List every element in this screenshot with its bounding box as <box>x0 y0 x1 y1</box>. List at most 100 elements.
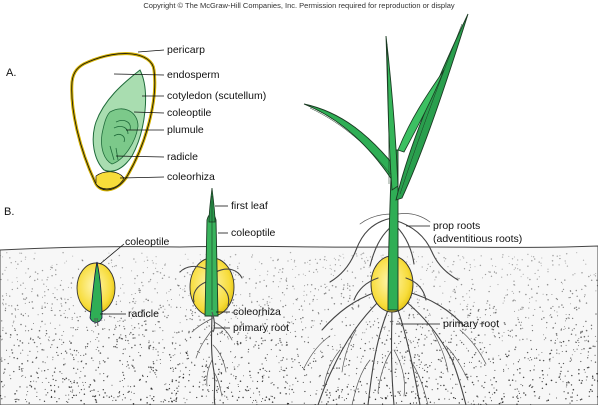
soil-dot <box>568 381 570 384</box>
soil-dot <box>403 363 405 365</box>
soil-dot <box>443 321 445 324</box>
soil-dot <box>37 351 39 353</box>
soil-dot <box>204 328 206 330</box>
soil-dot <box>50 346 52 348</box>
soil-dot <box>271 298 273 299</box>
soil-dot <box>473 367 475 369</box>
soil-dot <box>54 384 56 387</box>
soil-dot <box>69 380 72 383</box>
soil-dot <box>389 338 392 340</box>
soil-dot <box>70 353 72 355</box>
soil-dot <box>508 263 510 264</box>
soil-dot <box>229 264 231 266</box>
soil-dot <box>34 387 36 390</box>
soil-dot <box>33 341 36 344</box>
soil-dot <box>398 335 400 338</box>
soil-dot <box>349 285 351 287</box>
soil-dot <box>15 309 17 311</box>
soil-dot <box>385 339 388 341</box>
soil-dot <box>231 337 233 339</box>
soil-dot <box>62 289 64 291</box>
soil-dot <box>497 284 499 286</box>
soil-dot <box>550 316 553 318</box>
soil-dot <box>329 264 331 266</box>
soil-dot <box>413 356 416 358</box>
soil-dot <box>81 259 83 261</box>
soil-dot <box>365 391 367 393</box>
soil-dot <box>47 288 50 291</box>
soil-dot <box>330 273 332 275</box>
soil-dot <box>484 396 486 398</box>
copyright-notice: Copyright © The McGraw-Hill Companies, I… <box>143 1 455 10</box>
soil-dot <box>34 252 36 254</box>
soil-dot <box>245 282 247 284</box>
soil-dot <box>40 326 42 328</box>
soil-dot <box>439 359 441 361</box>
soil-dot <box>450 392 452 394</box>
soil-dot <box>508 379 510 381</box>
soil-dot <box>152 262 154 264</box>
soil-dot <box>171 342 174 344</box>
soil-dot <box>95 399 97 401</box>
soil-dot <box>54 367 56 369</box>
soil-dot <box>583 369 585 371</box>
soil-dot <box>94 395 97 397</box>
soil-dot <box>564 375 566 377</box>
soil-dot <box>513 269 515 271</box>
soil-dot <box>277 342 279 344</box>
soil-dot <box>300 305 303 307</box>
soil-dot <box>145 381 147 383</box>
soil-dot <box>16 390 18 392</box>
soil-dot <box>493 312 495 314</box>
soil-dot <box>380 379 382 381</box>
soil-dot <box>517 397 519 400</box>
soil-dot <box>458 322 461 325</box>
soil-dot <box>583 296 586 298</box>
soil-dot <box>504 353 507 356</box>
soil-dot <box>560 329 562 331</box>
soil-dot <box>192 262 194 264</box>
soil-dot <box>183 275 186 278</box>
soil-dot <box>513 299 515 301</box>
soil-dot <box>360 361 362 363</box>
soil-dot <box>378 383 379 385</box>
soil-dot <box>478 360 481 362</box>
soil-dot <box>21 370 23 372</box>
soil-dot <box>241 356 243 359</box>
soil-dot <box>258 261 260 263</box>
soil-dot <box>114 324 117 326</box>
soil-dot <box>38 329 41 332</box>
soil-dot <box>543 316 545 319</box>
soil-dot <box>475 336 477 339</box>
soil-dot <box>524 357 526 359</box>
soil-dot <box>573 349 575 351</box>
soil-dot <box>133 258 135 260</box>
label-primary-root-b3: primary root <box>443 318 499 330</box>
soil-dot <box>16 333 18 336</box>
soil-dot <box>186 309 187 311</box>
soil-dot <box>123 325 125 328</box>
soil-dot <box>52 293 54 295</box>
soil-dot <box>473 384 475 386</box>
soil-dot <box>173 368 174 370</box>
soil-dot <box>514 310 515 312</box>
soil-dot <box>417 345 419 347</box>
soil-dot <box>123 378 126 380</box>
soil-dot <box>257 314 259 316</box>
soil-dot <box>479 341 481 344</box>
soil-dot <box>376 334 378 336</box>
soil-dot <box>368 341 370 343</box>
soil-dot <box>302 381 304 383</box>
soil-dot <box>389 320 392 323</box>
soil-dot <box>278 271 280 273</box>
soil-dot <box>240 357 242 359</box>
soil-dot <box>468 290 470 292</box>
soil-dot <box>571 392 573 394</box>
soil-dot <box>164 384 166 386</box>
soil-dot <box>148 346 150 349</box>
soil-dot <box>590 324 593 327</box>
soil-dot <box>394 395 396 397</box>
soil-dot <box>252 400 255 402</box>
soil-dot <box>505 294 507 296</box>
soil-dot <box>96 346 99 348</box>
